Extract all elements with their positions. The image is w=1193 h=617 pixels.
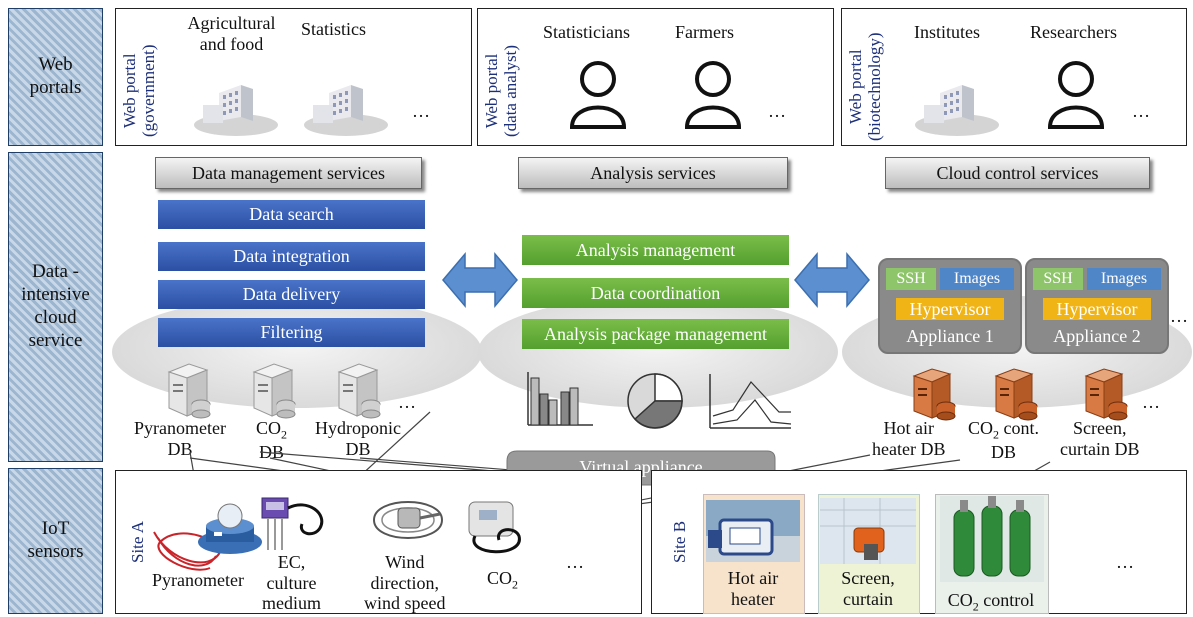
building-icon	[194, 85, 278, 136]
building-icon	[915, 85, 999, 136]
appliance-ssh: SSH	[1033, 268, 1083, 290]
user-icon	[569, 61, 627, 129]
wind-sensor-icon	[373, 501, 444, 539]
sensor-label-co2: CO2	[487, 568, 519, 592]
analysis-data-coordination: Data coordination	[522, 278, 789, 308]
layer-cloud-line4: service	[28, 329, 83, 351]
appliance-name: Appliance 1	[906, 326, 994, 346]
dm-data-delivery: Data delivery	[158, 280, 425, 309]
device-label-curtain: Screen,curtain	[841, 568, 895, 609]
data-management-services-header: Data management services	[155, 157, 422, 189]
user-icon	[1047, 61, 1105, 129]
layer-cloud-line1: Data -	[32, 261, 79, 283]
appliance-ssh: SSH	[886, 268, 936, 290]
building-icon	[304, 85, 388, 136]
portal-biotechnology: Web portal (biotechnology) Institutes Re…	[841, 8, 1187, 146]
server-db-icon	[337, 363, 381, 419]
server-db-icon	[912, 368, 956, 421]
portal-item-statisticians: Statisticians	[543, 22, 630, 42]
double-arrow-left-icon	[442, 251, 518, 309]
appliance-name: Appliance 2	[1053, 326, 1141, 346]
portal-government: Web portal (government) Agricultural and…	[115, 8, 472, 146]
db-right-more: …	[1142, 392, 1162, 412]
layer-iot-sensors-label: IoT sensors	[27, 518, 84, 562]
cloud-control-services-header: Cloud control services	[885, 157, 1150, 189]
server-db-icon	[994, 368, 1038, 421]
sensor-label-pyranometer: Pyranometer	[152, 570, 244, 590]
db-label-co2-control: CO2 cont.DB	[968, 418, 1040, 463]
co2-sensor-icon	[468, 501, 521, 554]
db-left-more: …	[398, 392, 418, 412]
ec-sensor-icon	[261, 497, 324, 550]
layer-cloud-line3: cloud	[34, 307, 77, 328]
device-label-co2-control: CO2 control	[947, 590, 1035, 614]
dm-data-search: Data search	[158, 200, 425, 229]
server-db-icon	[252, 363, 296, 419]
appliance-more: …	[1170, 306, 1190, 326]
appliance-2: SSH Images Hypervisor Appliance 2	[1025, 258, 1169, 354]
portal-more: …	[1132, 101, 1152, 121]
heater-icon	[706, 500, 800, 562]
server-db-icon	[1084, 368, 1128, 421]
portal-item-farmers: Farmers	[675, 22, 734, 42]
site-a-more: …	[566, 552, 586, 572]
portal-more: …	[412, 101, 432, 121]
layer-iot-sensors: IoT sensors	[8, 468, 103, 614]
appliance-images: Images	[1087, 268, 1161, 290]
analysis-package-management: Analysis package management	[522, 319, 789, 349]
curtain-motor-icon	[820, 498, 916, 564]
portal-item-researchers: Researchers	[1030, 22, 1117, 42]
layer-web-portals-label: Web portals	[29, 54, 82, 98]
db-label-screen-curtain: Screen,curtain DB	[1060, 418, 1140, 459]
bar-chart-icon	[527, 372, 593, 426]
layer-web-portals: Web portals	[8, 8, 103, 146]
site-b-more: …	[1116, 552, 1136, 572]
analysis-services-header: Analysis services	[518, 157, 788, 189]
gas-cylinder-icon	[940, 496, 1044, 582]
site-b-label: Site B	[670, 520, 689, 563]
portal-item-institutes: Institutes	[914, 22, 980, 42]
pyranometer-icon	[153, 503, 262, 571]
portal-data-analyst: Web portal (data analyst) Statisticians …	[477, 8, 834, 146]
line-chart-icon	[709, 374, 792, 429]
dm-filtering: Filtering	[158, 318, 425, 347]
layer-cloud-line2: intensive	[21, 284, 90, 306]
server-db-icon	[167, 363, 211, 419]
dm-data-integration: Data integration	[158, 242, 425, 271]
appliance-1: SSH Images Hypervisor Appliance 1	[878, 258, 1022, 354]
user-icon	[684, 61, 742, 129]
pie-chart-icon	[627, 373, 683, 429]
layer-cloud-service: Data - intensive cloud service	[8, 152, 103, 462]
portal-item-statistics: Statistics	[301, 19, 367, 39]
appliance-hypervisor: Hypervisor	[1043, 298, 1151, 320]
portal-more: …	[768, 101, 788, 121]
site-a-label: Site A	[128, 520, 147, 563]
analysis-management: Analysis management	[522, 235, 789, 265]
appliance-hypervisor: Hypervisor	[896, 298, 1004, 320]
double-arrow-right-icon	[794, 251, 870, 309]
appliance-images: Images	[940, 268, 1014, 290]
portal-item-agricultural: Agricultural and food	[187, 13, 276, 54]
